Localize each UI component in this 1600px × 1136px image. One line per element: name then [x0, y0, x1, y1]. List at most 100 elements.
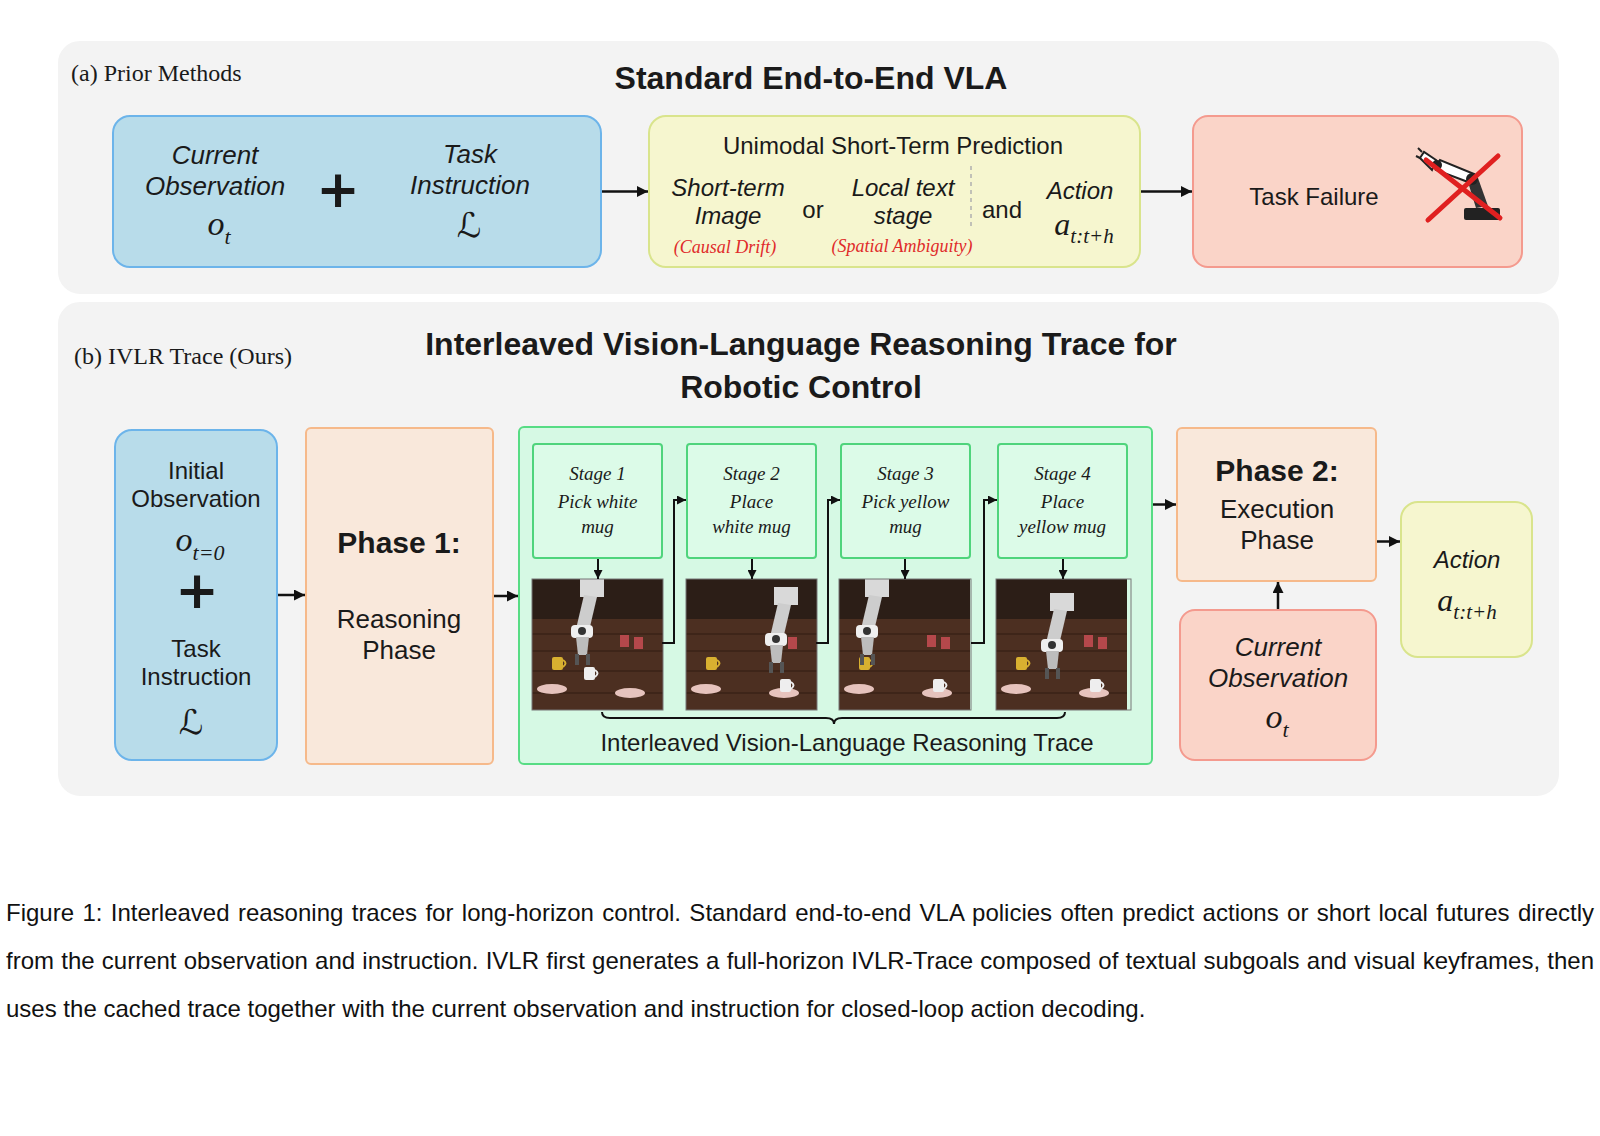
panel-band: (b) IVLR Trace (Ours) Interleaved Vision-…: [58, 302, 1559, 796]
trace-label: Interleaved Vision-Language Reasoning Tr…: [600, 729, 1093, 756]
node-text: Task Instruction: [141, 635, 252, 690]
text-holder: (Causal Drift): [674, 237, 777, 258]
stage-text: Pick yellow mug: [861, 491, 949, 537]
formula: o: [1265, 698, 1282, 735]
text-holder: Place white mug: [709, 490, 794, 539]
text-holder: ot: [1265, 698, 1288, 743]
text-holder: Stage 4: [1034, 462, 1090, 487]
stage-box: Stage 1 Pick white mug: [532, 443, 663, 559]
stage-box: Stage 3 Pick yellow mug: [840, 443, 971, 559]
text-holder: and: [982, 196, 1022, 224]
node-text: or: [802, 196, 823, 223]
text-holder: Phase 2:: [1215, 454, 1338, 488]
node-text: Initial Observation: [131, 457, 260, 512]
text-holder: Standard End-to-End VLA: [615, 57, 1008, 100]
phase-box: Phase 2: Execution Phase: [1176, 427, 1377, 582]
text-holder: Pick white mug: [543, 490, 653, 539]
formula: ℒ: [457, 205, 482, 245]
text-holder: Task Instruction: [121, 635, 271, 691]
subscript: t: [224, 223, 230, 248]
node-text: and: [982, 196, 1022, 223]
formula: ℒ: [179, 702, 204, 742]
text-holder: ot=0: [176, 521, 225, 566]
node-text: Action: [1434, 546, 1501, 573]
flow-arrow: [1277, 582, 1280, 609]
formula: a: [1054, 206, 1070, 242]
text-holder: Stage 2: [723, 462, 779, 487]
flow-arrow: [494, 595, 518, 598]
flow-arrow: [1141, 190, 1192, 193]
text-holder: Current Observation: [130, 140, 300, 202]
text-holder: at:t+h: [1054, 206, 1113, 249]
note-text: (Causal Drift): [674, 237, 777, 257]
text-holder: ℒ: [179, 702, 204, 742]
observation-box: Current Observation ot: [1179, 609, 1377, 761]
text-holder: Interleaved Vision-Language Reasoning Tr…: [376, 323, 1226, 409]
node-text: Current Observation: [1208, 632, 1348, 693]
text-holder: Task Instruction: [390, 139, 550, 201]
text-holder: (b) IVLR Trace (Ours): [74, 343, 292, 370]
stage-text: Pick white mug: [558, 491, 638, 537]
caption-block: Figure 1: Interleaved reasoning traces f…: [6, 889, 1594, 1033]
text-holder: Local text stage: [833, 174, 973, 230]
stage-text: Place yellow mug: [1019, 491, 1106, 537]
text-holder: Place yellow mug: [1017, 490, 1109, 539]
text-holder: Stage 3: [877, 462, 933, 487]
panel-title: Interleaved Vision-Language Reasoning Tr…: [425, 326, 1177, 405]
subscript: t:t+h: [1453, 601, 1496, 625]
text-holder: Interleaved Vision-Language Reasoning Tr…: [600, 729, 1093, 757]
text-holder: at:t+h: [1437, 582, 1496, 625]
text-holder: Current Observation: [1186, 632, 1371, 694]
flow-arrow: [1153, 503, 1176, 506]
node-text: Local text stage: [852, 174, 955, 229]
plus-sign: +: [175, 560, 219, 620]
text-holder: (Spatial Ambiguity): [831, 236, 972, 257]
phase-box: Phase 1: Reasoning Phase: [305, 427, 494, 765]
panel-label: (b) IVLR Trace (Ours): [74, 343, 292, 369]
text-holder: Task Failure: [1249, 183, 1378, 211]
panel-title: Standard End-to-End VLA: [615, 60, 1008, 96]
text-holder: +: [316, 163, 360, 215]
text-holder: Short-term Image: [658, 174, 798, 230]
text-holder: ot: [207, 205, 230, 250]
plus-sign: +: [316, 159, 360, 219]
panel-band: (a) Prior Methods Standard End-to-End VLA…: [58, 41, 1559, 294]
input-box: Initial Observation ot=0+ Task Instruction…: [114, 429, 278, 761]
text-holder: Pick yellow mug: [851, 490, 961, 539]
node-text: Current Observation: [145, 140, 285, 201]
note-text: (Spatial Ambiguity): [831, 236, 972, 256]
formula: a: [1437, 582, 1453, 618]
phase-heading: Phase 2:: [1215, 454, 1338, 487]
node-text: Reasoning Phase: [337, 604, 461, 665]
phase-heading: Phase 1:: [337, 526, 460, 559]
stage-box: Stage 4 Place yellow mug: [997, 443, 1128, 559]
text-holder: ℒ: [457, 205, 482, 245]
input-box: Current Observationot+Task Instructionℒ: [112, 115, 602, 268]
subscript: t: [1282, 716, 1288, 741]
node-text: Short-term Image: [671, 174, 784, 229]
stage-box: Stage 2 Place white mug: [686, 443, 817, 559]
stage-heading: Stage 2: [723, 463, 779, 484]
text-holder: Reasoning Phase: [314, 604, 484, 666]
node-text: Task Failure: [1249, 183, 1378, 210]
node-text: Task Instruction: [410, 139, 530, 200]
stage-heading: Stage 4: [1034, 463, 1090, 484]
formula: o: [207, 205, 224, 242]
failure-box: Task Failure: [1192, 115, 1523, 268]
node-text: Action: [1047, 177, 1114, 204]
flow-arrow: [602, 190, 648, 193]
text-holder: Action: [1047, 177, 1114, 205]
box-heading: Unimodal Short-Term Prediction: [723, 132, 1063, 159]
text-holder: (a) Prior Methods: [71, 60, 242, 87]
text-holder: +: [175, 564, 219, 616]
stage-heading: Stage 1: [569, 463, 625, 484]
panel-label: (a) Prior Methods: [71, 60, 242, 86]
text-holder: Phase 1:: [337, 526, 460, 560]
text-holder: Execution Phase: [1187, 494, 1367, 556]
text-holder: Action: [1434, 546, 1501, 574]
text-holder: Initial Observation: [121, 457, 271, 513]
flow-arrow: [278, 594, 305, 597]
node-text: Execution Phase: [1220, 494, 1334, 555]
prediction-box: Unimodal Short-Term PredictionShort-term…: [648, 115, 1141, 268]
subscript: t:t+h: [1070, 225, 1113, 249]
